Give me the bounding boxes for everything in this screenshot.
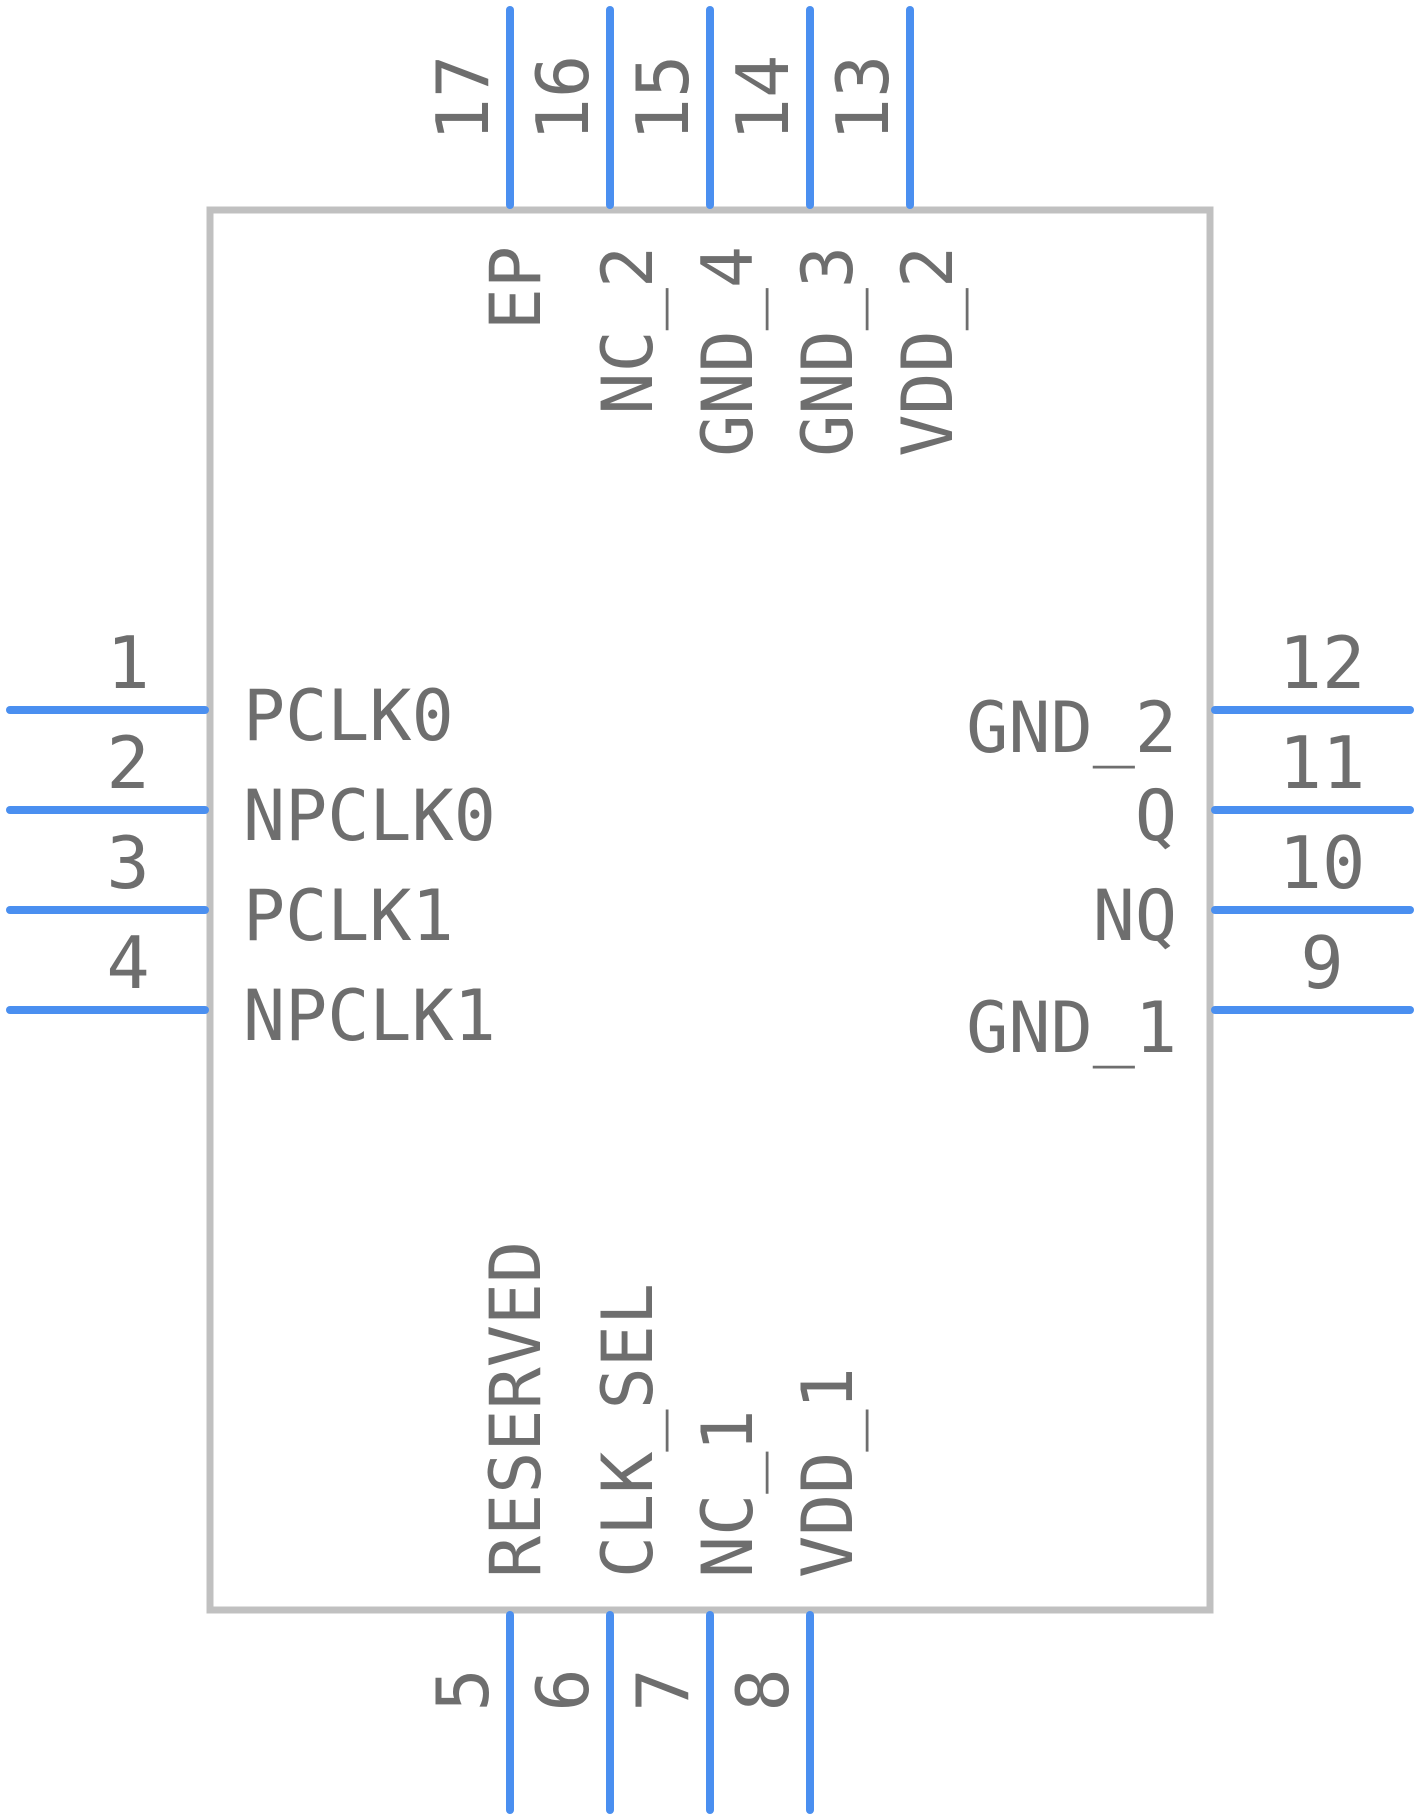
left-pin-group: 1 2 3 4 PCLK0 NPCLK0 PCLK1 NPCLK1 <box>6 621 496 1057</box>
pin-name-9: GND_1 <box>966 987 1177 1069</box>
pin-number-16: 16 <box>521 55 605 142</box>
pin-name-11: Q <box>1135 775 1177 857</box>
pin-name-3: PCLK1 <box>243 875 454 957</box>
pin-name-4: NPCLK1 <box>243 975 496 1057</box>
pin-number-17: 17 <box>421 55 505 142</box>
pin-name-5: RESERVED <box>475 1241 557 1578</box>
pin-name-13: VDD_2 <box>887 246 969 457</box>
pin-number-5: 5 <box>421 1668 505 1711</box>
pin-name-14: GND_3 <box>787 246 869 457</box>
pin-name-10: NQ <box>1093 875 1177 957</box>
bottom-pin-group: 5 6 7 8 RESERVED CLK_SEL NC_1 VDD_1 <box>421 1241 869 1814</box>
pin-name-2: NPCLK0 <box>243 775 496 857</box>
top-pin-group: 17 16 15 14 13 EP NC_2 GND_4 GND_3 VDD_2 <box>421 6 969 457</box>
pin-number-15: 15 <box>621 55 705 142</box>
pin-name-1: PCLK0 <box>243 675 454 757</box>
pin-name-17: EP <box>475 246 557 330</box>
pin-name-15: GND_4 <box>687 246 769 457</box>
pin-number-1: 1 <box>106 621 149 705</box>
pin-name-12: GND_2 <box>966 687 1177 769</box>
pin-number-13: 13 <box>821 55 905 142</box>
pin-name-16: NC_2 <box>587 246 669 415</box>
pin-number-12: 12 <box>1279 621 1366 705</box>
pin-number-10: 10 <box>1279 821 1366 905</box>
pin-number-2: 2 <box>106 721 149 805</box>
pin-name-6: CLK_SEL <box>587 1283 669 1578</box>
pin-number-14: 14 <box>721 55 805 142</box>
right-pin-group: 12 11 10 9 GND_2 Q NQ GND_1 <box>966 621 1414 1069</box>
component-body-outline <box>206 206 1214 1614</box>
pin-number-6: 6 <box>521 1668 605 1711</box>
pin-number-4: 4 <box>106 921 149 1005</box>
pin-number-8: 8 <box>721 1668 805 1711</box>
pin-name-7: NC_1 <box>687 1409 769 1578</box>
pin-number-11: 11 <box>1279 721 1366 805</box>
pin-number-3: 3 <box>106 821 149 905</box>
pin-number-7: 7 <box>621 1668 705 1711</box>
pin-name-8: VDD_1 <box>787 1367 869 1578</box>
pin-number-9: 9 <box>1300 921 1343 1005</box>
